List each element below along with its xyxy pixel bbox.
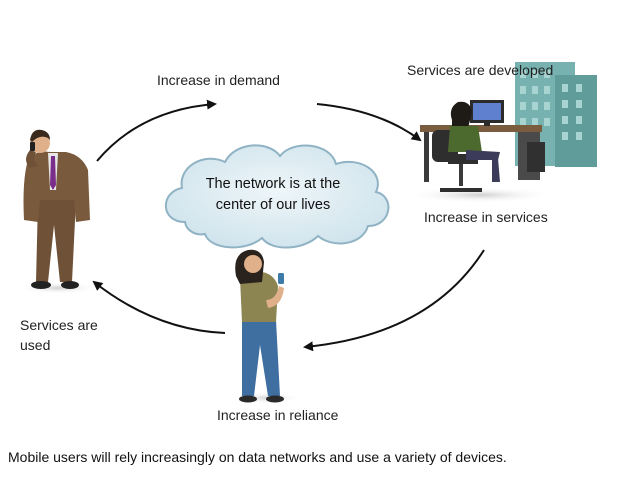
- arrow-reliance-to-used: [92, 280, 226, 334]
- arrow-demand-to-services: [96, 99, 217, 162]
- cloud-text-line1: The network is at the: [205, 176, 341, 192]
- label-increase-in-demand: Increase in demand: [157, 72, 280, 88]
- mobile-user-woman: [235, 249, 300, 404]
- label-services-are-used-line2: used: [20, 337, 51, 353]
- businessman-on-phone: [18, 129, 98, 294]
- label-increase-in-reliance: Increase in reliance: [217, 407, 339, 423]
- cloud-text: The network is at the center of our live…: [178, 174, 368, 216]
- label-services-are-developed: Services are developed: [407, 62, 554, 78]
- caption: Mobile users will rely increasingly on d…: [8, 449, 507, 465]
- cloud-text-line2: center of our lives: [215, 197, 331, 213]
- label-increase-in-services: Increase in services: [424, 209, 548, 225]
- arrow-services-to-reliance: [303, 249, 485, 352]
- arrow-developed-to-desk: [316, 103, 422, 142]
- label-services-are-used-line1: Services are: [20, 317, 98, 333]
- cloud: [164, 144, 390, 249]
- office-worker-at-desk: [405, 62, 597, 203]
